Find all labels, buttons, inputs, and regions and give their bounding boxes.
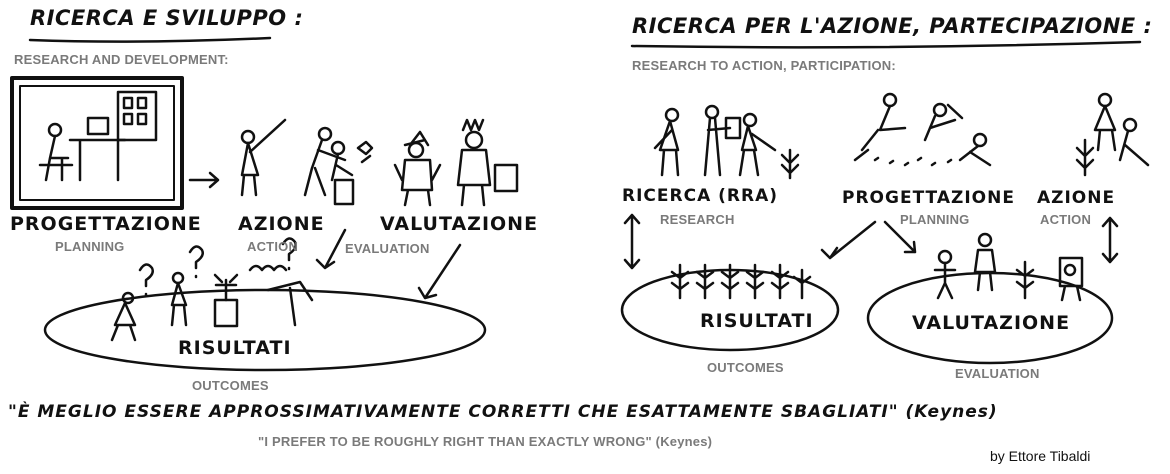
left-stage1-label: PROGETTAZIONE (10, 213, 202, 235)
right-stage1-en: RESEARCH (660, 212, 735, 227)
arrow-down-left-icon (315, 228, 347, 270)
left-title: RICERCA E SVILUPPO : (30, 6, 304, 30)
quote-english: "I PREFER TO BE ROUGHLY RIGHT THAN EXACT… (258, 434, 713, 449)
double-arrow-icon (623, 213, 641, 270)
left-result-label: RISULTATI (178, 337, 292, 359)
quote-italian: "È MEGLIO ESSERE APPROSSIMATIVAMENTE COR… (8, 402, 998, 422)
planning-figures-icon (853, 92, 992, 167)
question-mark-icon (281, 237, 297, 271)
right-stage1-label: RICERCA (RRA) (622, 186, 779, 206)
right-result1-label: RISULTATI (700, 310, 814, 332)
left-result-en: OUTCOMES (192, 378, 269, 393)
arrow-down-left-icon (820, 220, 877, 260)
arrow-down-left-icon (417, 243, 462, 300)
right-title: RICERCA PER L'AZIONE, PARTECIPAZIONE : (632, 14, 1153, 38)
left-stage2-en: ACTION (247, 239, 299, 254)
action-figures-icon (240, 118, 374, 206)
right-stage2-label: PROGETTAZIONE (842, 188, 1015, 208)
right-result2-label: VALUTAZIONE (912, 312, 1071, 334)
left-stage2-label: AZIONE (238, 213, 325, 235)
question-mark-icon (138, 263, 154, 297)
result-ellipse (43, 288, 487, 372)
arrow-down-right-icon (883, 220, 917, 254)
arrow-right-icon (188, 171, 220, 189)
office-picture-icon (10, 76, 184, 210)
left-stage3-en: EVALUATION (345, 241, 430, 256)
evaluation-figures-icon (393, 118, 519, 207)
question-mark-icon (188, 245, 204, 279)
left-subtitle: RESEARCH AND DEVELOPMENT: (14, 52, 229, 67)
right-stage2-en: PLANNING (900, 212, 970, 227)
right-title-underline (630, 40, 1142, 49)
right-result2-en: EVALUATION (955, 366, 1040, 381)
left-title-underline (28, 36, 272, 43)
right-stage3-en: ACTION (1040, 212, 1092, 227)
author-credit: by Ettore Tibaldi (990, 448, 1091, 464)
action-figures-right-icon (1075, 92, 1150, 177)
right-subtitle: RESEARCH TO ACTION, PARTICIPATION: (632, 58, 896, 73)
plants-icon (670, 263, 812, 300)
evaluation-figures-right-icon (933, 232, 1084, 302)
left-stage1-en: PLANNING (55, 239, 125, 254)
result-figures-icon (110, 264, 314, 342)
right-result1-en: OUTCOMES (707, 360, 784, 375)
research-figures-icon (653, 104, 800, 180)
left-stage3-label: VALUTAZIONE (380, 213, 539, 235)
right-stage3-label: AZIONE (1037, 188, 1116, 208)
double-arrow-icon (1101, 216, 1119, 264)
